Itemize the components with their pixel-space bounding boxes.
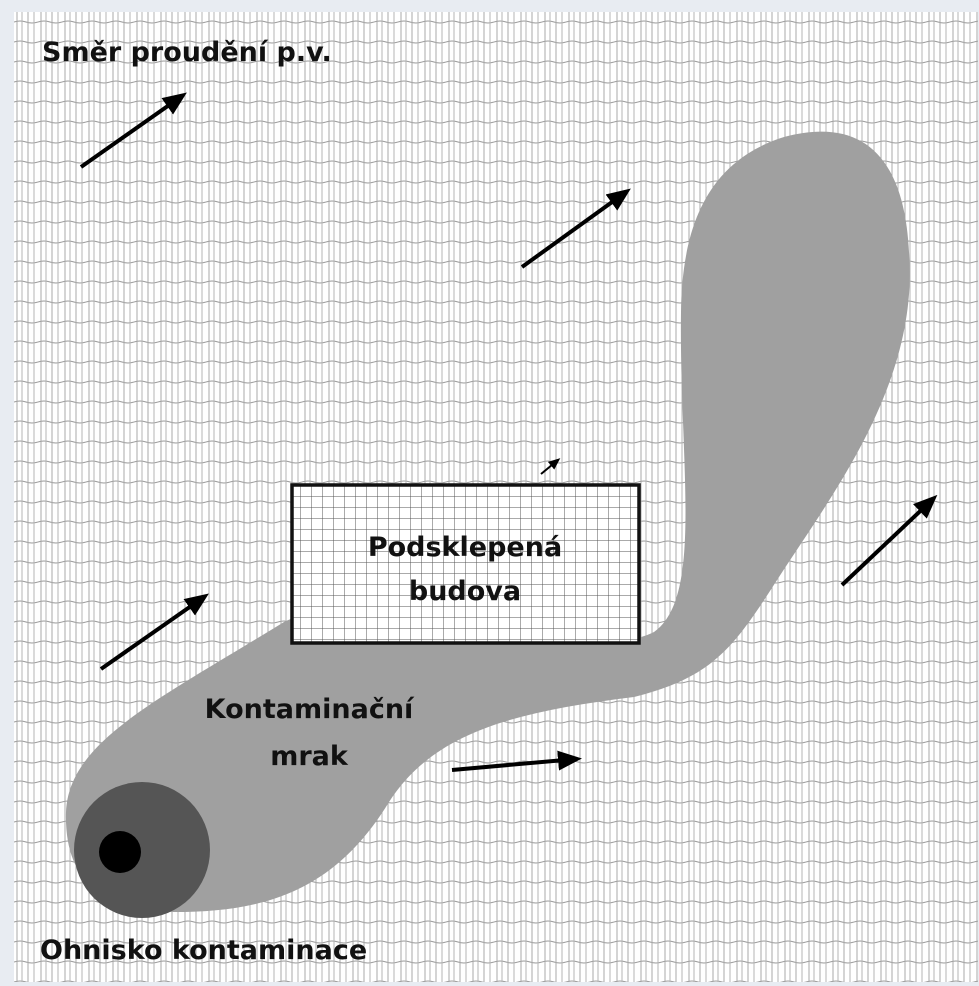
diagram-frame: Směr proudění p.v. Podsklepená budova Ko… — [14, 12, 978, 982]
flow-direction-label: Směr proudění p.v. — [42, 37, 332, 68]
building-label-line2: budova — [409, 576, 521, 607]
basement-building — [292, 485, 639, 643]
building-label-line1: Podsklepená — [368, 532, 562, 563]
plume-label-line1: Kontaminační — [205, 694, 415, 725]
groundwater-contamination-diagram: Směr proudění p.v. Podsklepená budova Ko… — [14, 12, 978, 982]
contamination-source-zone — [74, 782, 210, 918]
plume-label-line2: mrak — [270, 741, 349, 772]
contamination-source-icon — [99, 831, 141, 873]
source-label: Ohnisko kontaminace — [40, 935, 367, 966]
